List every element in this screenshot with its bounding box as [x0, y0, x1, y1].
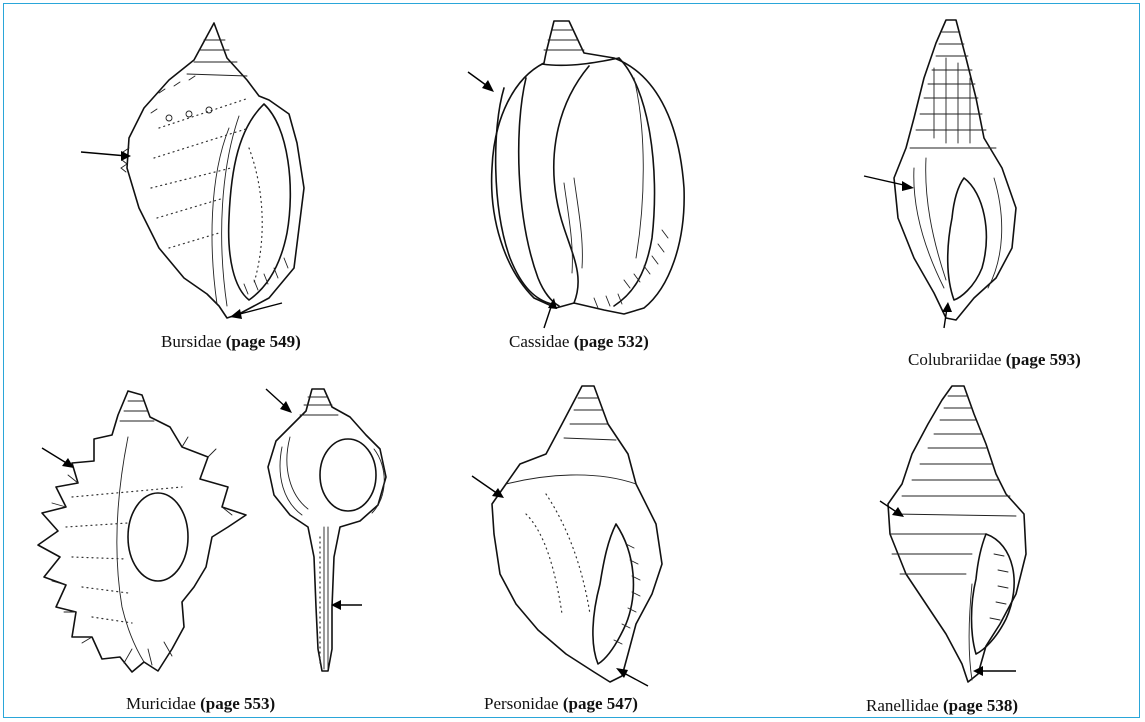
bursidae-caption: Bursidae (page 549)	[161, 332, 301, 352]
muricidae-varix-arrow-2	[264, 387, 300, 419]
figure-frame: Bursidae (page 549) Cassidae (page 532)	[3, 3, 1140, 718]
muricidae-canal-arrow	[328, 597, 364, 613]
cassidae-shell-illustration	[474, 18, 704, 328]
bursidae-varix-arrow	[79, 144, 139, 164]
ranellidae-shell-illustration	[876, 384, 1036, 684]
bursidae-shell-illustration	[99, 18, 329, 328]
personidae-canal-arrow	[612, 666, 652, 690]
personidae-shell-illustration	[486, 384, 686, 684]
cassidae-caption: Cassidae (page 532)	[509, 332, 649, 352]
ranellidae-caption: Ranellidae (page 538)	[866, 696, 1018, 716]
colubrariidae-varix-arrow	[862, 172, 922, 198]
muricidae-varix-arrow-1	[40, 444, 80, 474]
muricidae-spiny-shell-illustration	[32, 387, 252, 677]
personidae-varix-arrow	[470, 474, 510, 504]
muricidae-long-canal-shell-illustration	[262, 387, 392, 677]
colubrariidae-caption: Colubrariidae (page 593)	[908, 350, 1081, 370]
muricidae-caption: Muricidae (page 553)	[126, 694, 275, 714]
cassidae-varix-arrow	[466, 70, 502, 98]
personidae-caption: Personidae (page 547)	[484, 694, 638, 714]
cassidae-canal-arrow	[540, 296, 562, 330]
colubrariidae-canal-arrow	[938, 300, 956, 330]
bursidae-canal-arrow	[226, 299, 286, 325]
ranellidae-canal-arrow	[970, 663, 1018, 679]
ranellidae-varix-arrow	[878, 499, 908, 523]
